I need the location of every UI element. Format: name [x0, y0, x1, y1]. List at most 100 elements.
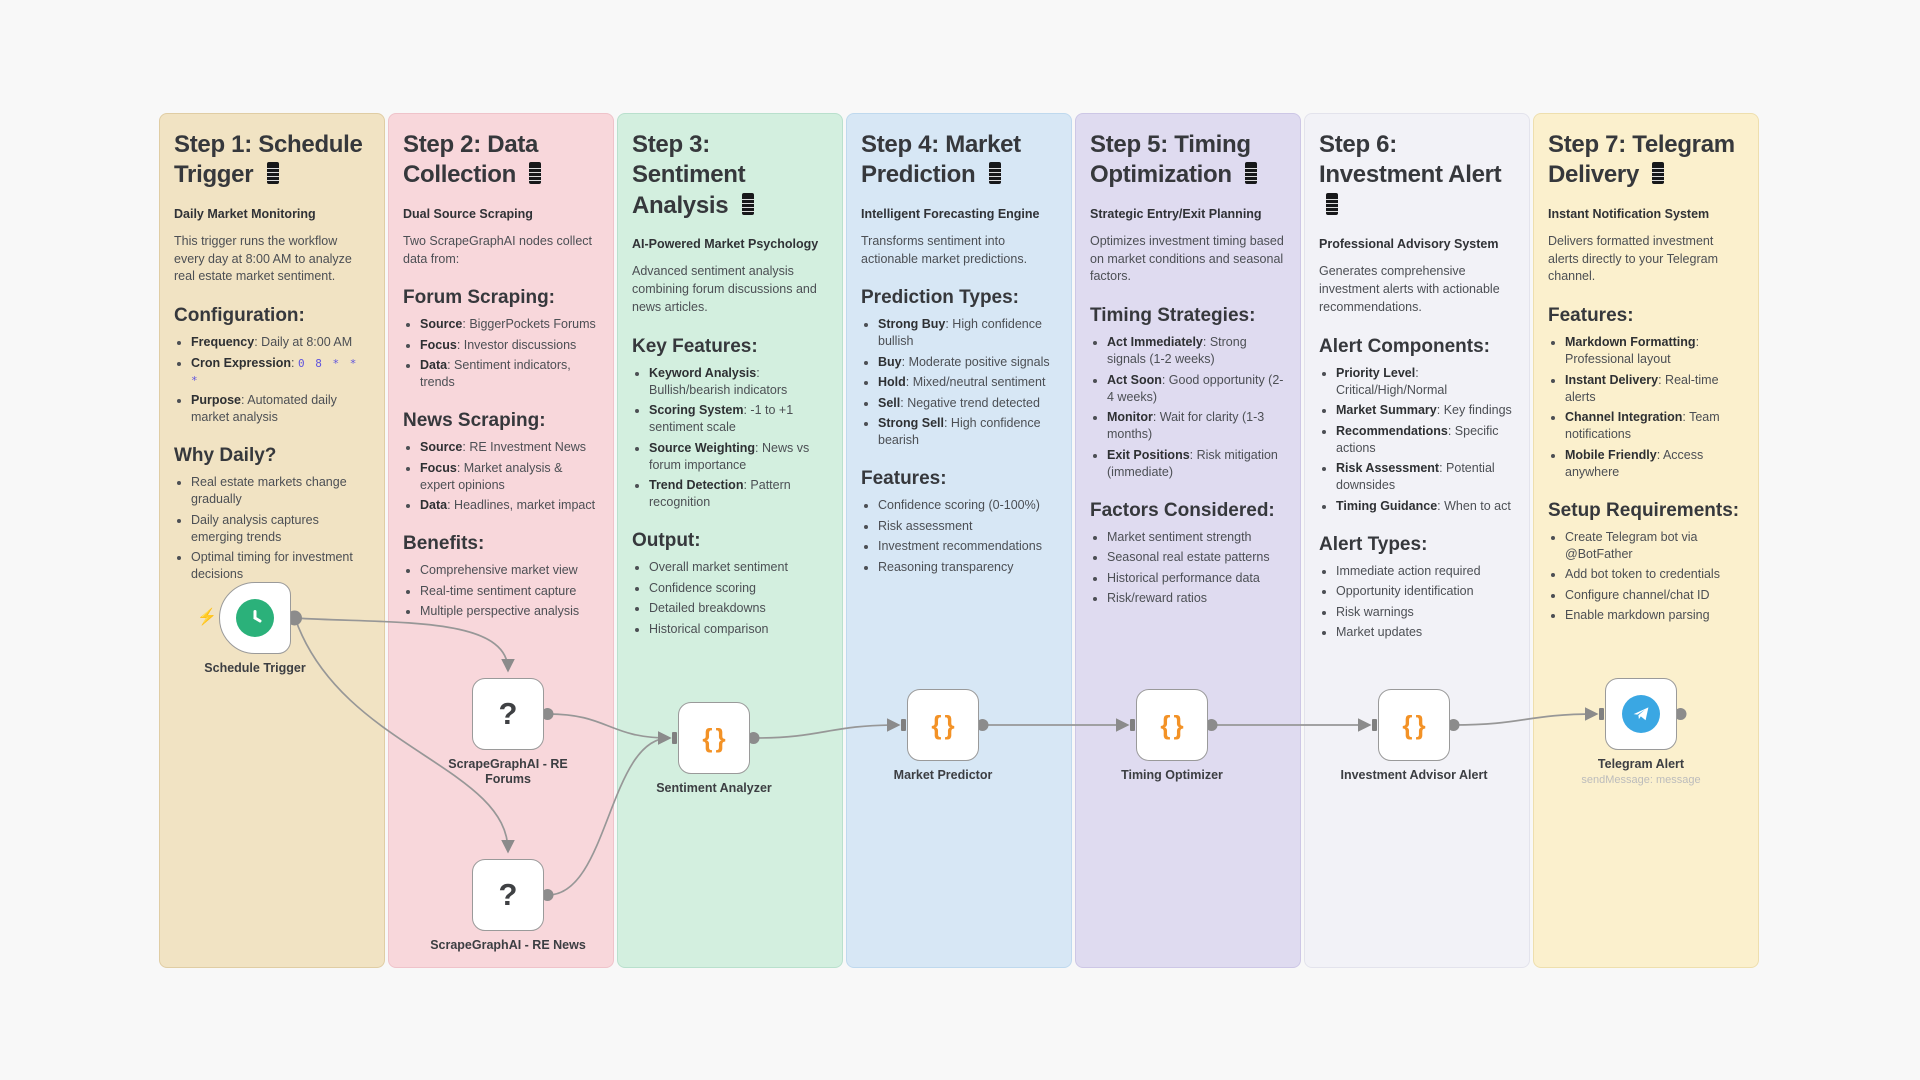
input-port-sentiment-analyzer[interactable] — [672, 732, 677, 744]
sticky-subtitle: Instant Notification System — [1548, 206, 1710, 221]
node-subtitle: sendMessage: message — [1581, 774, 1701, 787]
output-port-scrape-news[interactable] — [541, 889, 554, 901]
bullet-item: Focus: Market analysis & expert opinions — [420, 460, 599, 494]
bullet-item: Comprehensive market view — [420, 562, 599, 579]
bullet-item: Confidence scoring — [649, 580, 828, 597]
missing-emoji-glyph — [1245, 162, 1258, 185]
input-port-market-predictor[interactable] — [901, 719, 906, 731]
node-label: Sentiment Analyzer — [656, 781, 772, 795]
bullet-item: Data: Sentiment indicators, trends — [420, 357, 599, 391]
missing-emoji-glyph — [266, 162, 279, 185]
input-port-timing-optimizer[interactable] — [1130, 719, 1135, 731]
bullet-item: Instant Delivery: Real-time alerts — [1565, 372, 1744, 406]
bullet-item: Mobile Friendly: Access anywhere — [1565, 447, 1744, 481]
section-bullet-list: Source: BiggerPockets ForumsFocus: Inves… — [403, 316, 599, 391]
bullet-item: Monitor: Wait for clarity (1-3 months) — [1107, 409, 1286, 443]
sticky-title: Step 4: Market Prediction — [861, 131, 1021, 189]
node-schedule-trigger[interactable]: ⚡Schedule Trigger — [197, 582, 306, 675]
edge-schedule-trigger-to-scrape-forums — [294, 617, 515, 673]
bullet-item: Markdown Formatting: Professional layout — [1565, 334, 1744, 368]
code-braces-icon: {} — [702, 722, 729, 753]
bullet-item: Risk Assessment: Potential downsides — [1336, 460, 1515, 494]
bullet-item: Scoring System: -1 to +1 sentiment scale — [649, 402, 828, 436]
bullet-item: Market Summary: Key findings — [1336, 402, 1515, 419]
edge-investment-advisor-to-telegram-alert — [1453, 707, 1599, 726]
sticky-note-step-4[interactable]: Step 4: Market Prediction Intelligent Fo… — [846, 113, 1072, 968]
sticky-note-step-3[interactable]: Step 3: Sentiment Analysis AI-Powered Ma… — [617, 113, 843, 968]
sticky-note-step-1[interactable]: Step 1: Schedule Trigger Daily Market Mo… — [159, 113, 385, 968]
section-bullet-list: Frequency: Daily at 8:00 AM Cron Expressi… — [174, 334, 370, 426]
bullet-item: Timing Guidance: When to act — [1336, 498, 1515, 515]
node-market-predictor[interactable]: {}Market Predictor — [894, 689, 992, 782]
output-port-market-predictor[interactable] — [976, 719, 989, 731]
bullet-item: Add bot token to credentials — [1565, 566, 1744, 583]
node-sentiment-analyzer[interactable]: {} Sentiment Analyzer — [656, 702, 772, 795]
bullet-item: Seasonal real estate patterns — [1107, 549, 1286, 566]
missing-emoji-glyph — [988, 162, 1001, 185]
missing-emoji-glyph — [1652, 162, 1665, 185]
missing-emoji-glyph — [741, 192, 754, 215]
bullet-item: Market sentiment strength — [1107, 529, 1286, 546]
node-label: Investment Advisor Alert — [1340, 768, 1488, 782]
section-bullet-list: Markdown Formatting: Professional layout… — [1548, 334, 1744, 481]
bullet-item: Strong Sell: High confidence bearish — [878, 415, 1057, 449]
section-heading: Alert Components: — [1319, 335, 1490, 357]
section-bullet-list: Priority Level: Critical/High/NormalMark… — [1319, 365, 1515, 515]
clock-icon — [236, 599, 274, 637]
bullet-item: Historical performance data — [1107, 570, 1286, 587]
node-label: Market Predictor — [893, 768, 993, 782]
output-port-sentiment-analyzer[interactable] — [747, 732, 760, 744]
node-scrape-forums[interactable]: ?ScrapeGraphAI - RE Forums — [448, 678, 568, 786]
bullet-item: Opportunity identification — [1336, 583, 1515, 600]
bullet-item: Multiple perspective analysis — [420, 603, 599, 620]
bullet-item: Create Telegram bot via @BotFather — [1565, 529, 1744, 563]
bullet-item: Exit Positions: Risk mitigation (immedia… — [1107, 447, 1286, 481]
sticky-note-step-5[interactable]: Step 5: Timing Optimization Strategic En… — [1075, 113, 1301, 968]
bullet-item: Optimal timing for investment decisions — [191, 549, 370, 583]
inline-code: 0 8 * * * — [191, 356, 359, 387]
bullet-item: Sell: Negative trend detected — [878, 395, 1057, 412]
node-scrape-news[interactable]: ?ScrapeGraphAI - RE News — [430, 859, 586, 952]
bullet-item: Risk warnings — [1336, 604, 1515, 621]
sticky-note-step-2[interactable]: Step 2: Data Collection Dual Source Scra… — [388, 113, 614, 968]
sticky-intro: Two ScrapeGraphAI nodes collect data fro… — [403, 233, 592, 266]
edge-sentiment-analyzer-to-market-predictor — [753, 718, 901, 739]
section-bullet-list: Immediate action requiredOpportunity ide… — [1319, 563, 1515, 642]
bullet-item: Market updates — [1336, 624, 1515, 641]
bullet-item: Historical comparison — [649, 621, 828, 638]
bullet-item: Source: RE Investment News — [420, 439, 599, 456]
sticky-title: Step 3: Sentiment Analysis — [632, 130, 828, 221]
sticky-note-step-7[interactable]: Step 7: Telegram Delivery Instant Notifi… — [1533, 113, 1759, 968]
node-investment-advisor[interactable]: {}Investment Advisor Alert — [1340, 689, 1488, 782]
sticky-intro: Transforms sentiment into actionable mar… — [861, 233, 1028, 266]
bullet-item: Configure channel/chat ID — [1565, 587, 1744, 604]
bullet-item: Keyword Analysis: Bullish/bearish indica… — [649, 365, 828, 399]
output-port-investment-advisor[interactable] — [1447, 719, 1460, 731]
input-port-telegram-alert[interactable] — [1599, 708, 1604, 720]
bullet-item: Cron Expression: 0 8 * * * — [191, 355, 370, 389]
input-port-investment-advisor[interactable] — [1372, 719, 1377, 731]
bullet-item: Recommendations: Specific actions — [1336, 423, 1515, 457]
sticky-intro: This trigger runs the workflow every day… — [174, 233, 352, 284]
missing-emoji-glyph — [1326, 192, 1338, 215]
output-port-timing-optimizer[interactable] — [1205, 719, 1218, 731]
bullet-item: Focus: Investor discussions — [420, 337, 599, 354]
bullet-item: Detailed breakdowns — [649, 600, 828, 617]
bullet-item: Frequency: Daily at 8:00 AM — [191, 334, 370, 351]
output-port-scrape-forums[interactable] — [541, 708, 554, 720]
node-timing-optimizer[interactable]: {}Timing Optimizer — [1121, 689, 1223, 782]
section-bullet-list: Market sentiment strengthSeasonal real e… — [1090, 529, 1286, 608]
sticky-title: Step 7: Telegram Delivery — [1548, 131, 1735, 189]
bullet-item: Investment recommendations — [878, 538, 1057, 555]
sticky-intro: Optimizes investment timing based on mar… — [1090, 233, 1284, 284]
sticky-note-step-6[interactable]: Step 6: Investment Alert Professional Ad… — [1304, 113, 1530, 968]
section-heading: Alert Types: — [1319, 533, 1428, 555]
sticky-title: Step 2: Data Collection — [403, 130, 599, 191]
bullet-item: Risk assessment — [878, 518, 1057, 535]
lightning-bolt-icon: ⚡ — [197, 609, 217, 626]
output-port-telegram-alert[interactable] — [1674, 708, 1687, 720]
code-braces-icon: {} — [1160, 709, 1187, 740]
